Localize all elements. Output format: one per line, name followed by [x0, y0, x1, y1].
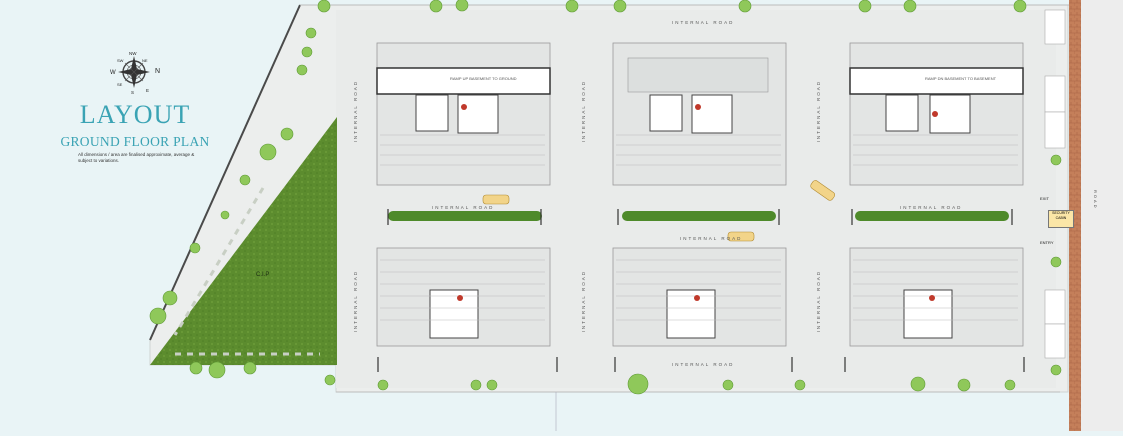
- road-label-v3: INTERNAL ROAD: [816, 80, 821, 143]
- compass-s: S: [131, 90, 135, 95]
- compass-ne: NE: [142, 58, 148, 63]
- exit-label: EXIT: [1040, 196, 1049, 201]
- compass-w: W: [110, 70, 116, 76]
- lift-markers: [457, 104, 938, 301]
- compass-e: E: [146, 88, 150, 93]
- boundary-wall: [1069, 0, 1081, 431]
- tower-top-1: [376, 42, 551, 186]
- compass-n: N: [155, 68, 161, 75]
- road-label-v1: INTERNAL ROAD: [353, 80, 358, 143]
- page-subtitle: GROUND FLOOR PLAN: [60, 134, 210, 149]
- ramp-label-3: RAMP DN BASEMENT TO BASEMENT: [925, 76, 997, 81]
- side-parking: [1044, 9, 1066, 359]
- road-label-mid-2: INTERNAL ROAD: [680, 236, 743, 241]
- compass-sw: SW: [117, 58, 124, 63]
- entry-label: ENTRY: [1040, 240, 1054, 245]
- garden-path: [173, 187, 320, 356]
- road-label-mid-1: INTERNAL ROAD: [432, 205, 495, 210]
- road-label-mid-3: INTERNAL ROAD: [900, 205, 963, 210]
- tower-bottom-3: [849, 247, 1024, 347]
- road-label-v5: INTERNAL ROAD: [581, 270, 586, 333]
- street-label: ROAD: [1093, 190, 1098, 210]
- page-title: LAYOUT: [79, 100, 191, 129]
- security-cabin: SECURITY CABIN: [1048, 210, 1074, 228]
- cip-label: C.I.P: [256, 272, 270, 278]
- road-label-top: INTERNAL ROAD: [672, 20, 735, 25]
- road-label-v4: INTERNAL ROAD: [353, 270, 358, 333]
- outer-road: [1081, 0, 1123, 431]
- road-label-bottom: INTERNAL ROAD: [672, 362, 735, 367]
- cars: [482, 180, 836, 242]
- road-label-v2: INTERNAL ROAD: [581, 80, 586, 143]
- ramp-label-1: RAMP UP BASEMENT TO GROUND: [450, 76, 517, 81]
- trees: [149, 0, 1062, 395]
- road-marks: [377, 209, 1025, 372]
- tower-top-2: [612, 42, 787, 186]
- compass-icon: [118, 56, 150, 88]
- compass-nw: NW: [129, 51, 137, 56]
- hedges: [388, 211, 1009, 221]
- garden-cip: [150, 117, 337, 365]
- compass-se: SE: [117, 82, 123, 87]
- road-label-v6: INTERNAL ROAD: [816, 270, 821, 333]
- disclaimer: All dimensions / area are finalised appr…: [78, 152, 195, 163]
- tower-bottom-1: [376, 247, 551, 347]
